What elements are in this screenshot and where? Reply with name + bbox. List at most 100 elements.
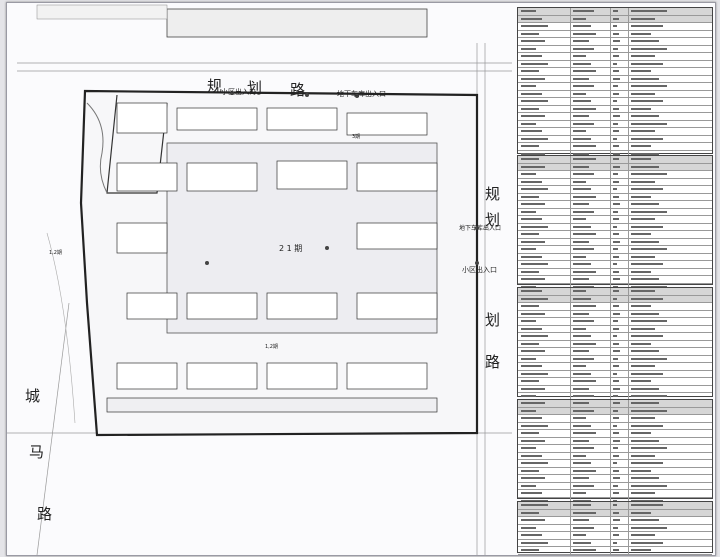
table-row <box>518 348 712 356</box>
table-row <box>518 422 712 430</box>
table-row <box>518 23 712 31</box>
table-row <box>518 15 712 23</box>
table-3 <box>517 287 713 401</box>
table-row <box>518 340 712 348</box>
road-east-char-2: 划 <box>485 211 501 229</box>
table-row <box>518 355 712 363</box>
road-north-char-2: 划 <box>247 79 263 97</box>
table-row <box>518 378 712 386</box>
table-row <box>518 68 712 76</box>
table-row <box>518 437 712 445</box>
table-row <box>518 539 712 547</box>
building-top <box>166 8 428 38</box>
table-row <box>518 98 712 106</box>
gate-east-label: 小区出入口 <box>462 266 497 274</box>
table-row <box>518 45 712 53</box>
table-row <box>518 276 712 284</box>
table-row <box>518 482 712 490</box>
technical-tables <box>517 7 713 555</box>
table-row <box>518 475 712 483</box>
table-row <box>518 517 712 525</box>
table-row <box>518 460 712 468</box>
table-row <box>518 238 712 246</box>
table-row <box>518 452 712 460</box>
west-curve <box>46 232 76 424</box>
table-row <box>518 333 712 341</box>
road-east-char-1: 规 <box>485 185 501 203</box>
table-row <box>518 231 712 239</box>
table-row <box>518 128 712 136</box>
table-row <box>518 120 712 128</box>
table-row <box>518 90 712 98</box>
table-5 <box>517 501 713 555</box>
table-row <box>518 288 712 296</box>
table-row <box>518 113 712 121</box>
table-row <box>518 246 712 254</box>
road-east2-char-1: 划 <box>485 311 501 329</box>
table-row <box>518 295 712 303</box>
building-blocks <box>106 102 438 413</box>
landscape-line <box>86 102 108 194</box>
table-row <box>518 105 712 113</box>
table-row <box>518 38 712 46</box>
table-row <box>518 143 712 151</box>
table-row <box>518 385 712 393</box>
table-row <box>518 30 712 38</box>
table-row <box>518 75 712 83</box>
table-row <box>518 261 712 269</box>
zone-west-label: 1,2期 <box>49 250 62 256</box>
table-row <box>518 400 712 408</box>
table-row <box>518 178 712 186</box>
table-row <box>518 201 712 209</box>
road-west-char-2: 马 <box>29 443 45 461</box>
table-row <box>518 223 712 231</box>
gate-north-label: 小区出入口 <box>221 88 256 96</box>
table-row <box>518 490 712 498</box>
table-row <box>518 163 712 171</box>
table-row <box>518 370 712 378</box>
table-row <box>518 502 712 510</box>
table-row <box>518 193 712 201</box>
table-row <box>518 135 712 143</box>
table-row <box>518 303 712 311</box>
table-row <box>518 445 712 453</box>
table-row <box>518 83 712 91</box>
zone-south-label: 1,2期 <box>265 344 278 350</box>
table-1 <box>517 7 713 158</box>
table-row <box>518 318 712 326</box>
table-row <box>518 532 712 540</box>
table-row <box>518 208 712 216</box>
road-west-char-3: 路 <box>37 505 53 523</box>
table-row <box>518 430 712 438</box>
basement-entry-label: 地下车库出入口 <box>337 90 386 98</box>
zone-center-label: 2 1 期 <box>279 244 303 253</box>
table-row <box>518 310 712 318</box>
table-row <box>518 216 712 224</box>
road-west-char-1: 城 <box>25 387 41 405</box>
table-row <box>518 268 712 276</box>
table-4 <box>517 399 713 505</box>
road-north-char-1: 规 <box>207 77 223 95</box>
table-2 <box>517 155 713 291</box>
table-row <box>518 363 712 371</box>
table-row <box>518 509 712 517</box>
table-row <box>518 524 712 532</box>
site-markers <box>205 91 479 265</box>
road-north-char-3: 路 <box>290 81 306 99</box>
zone-nw-label: 3期 <box>352 134 361 140</box>
table-row <box>518 467 712 475</box>
boundary-inner-line <box>106 94 168 194</box>
table-row <box>518 253 712 261</box>
table-row <box>518 53 712 61</box>
site-plan <box>7 4 512 555</box>
table-row <box>518 186 712 194</box>
road-east2-char-2: 路 <box>485 353 501 371</box>
table-row <box>518 171 712 179</box>
table-row <box>518 415 712 423</box>
table-row <box>518 547 712 555</box>
basement-entry-east-label: 地下车库出入口 <box>459 225 502 232</box>
table-row <box>518 325 712 333</box>
table-row <box>518 407 712 415</box>
table-row <box>518 60 712 68</box>
table-row <box>518 8 712 16</box>
